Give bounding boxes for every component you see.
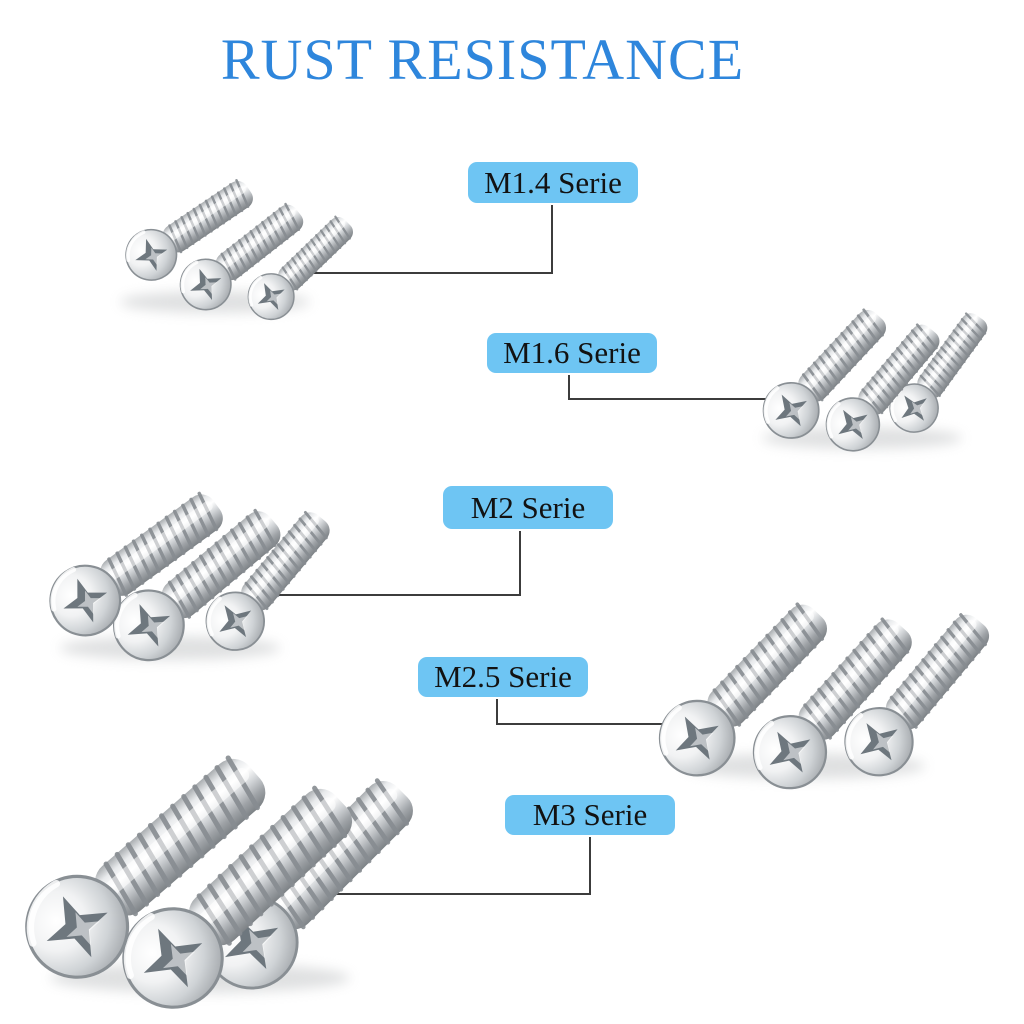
series-label-m2.5: M2.5 Serie [418,657,588,697]
leader-line-m2-serie [271,531,521,596]
series-label-m1.6: M1.6 Serie [487,333,657,373]
series-label-m1.4: M1.4 Serie [468,162,638,203]
page-title: RUST RESISTANCE [220,27,745,92]
leader-line-m3-serie [327,837,591,895]
series-label-m3: M3 Serie [505,795,675,835]
screw-group-m1.6 [752,297,1002,464]
leader-line-m1.4-serie [306,205,553,274]
leader-line-m2.5-serie [496,699,676,725]
series-label-m2: M2 Serie [443,486,613,529]
leader-line-m1.6-serie [568,375,766,400]
